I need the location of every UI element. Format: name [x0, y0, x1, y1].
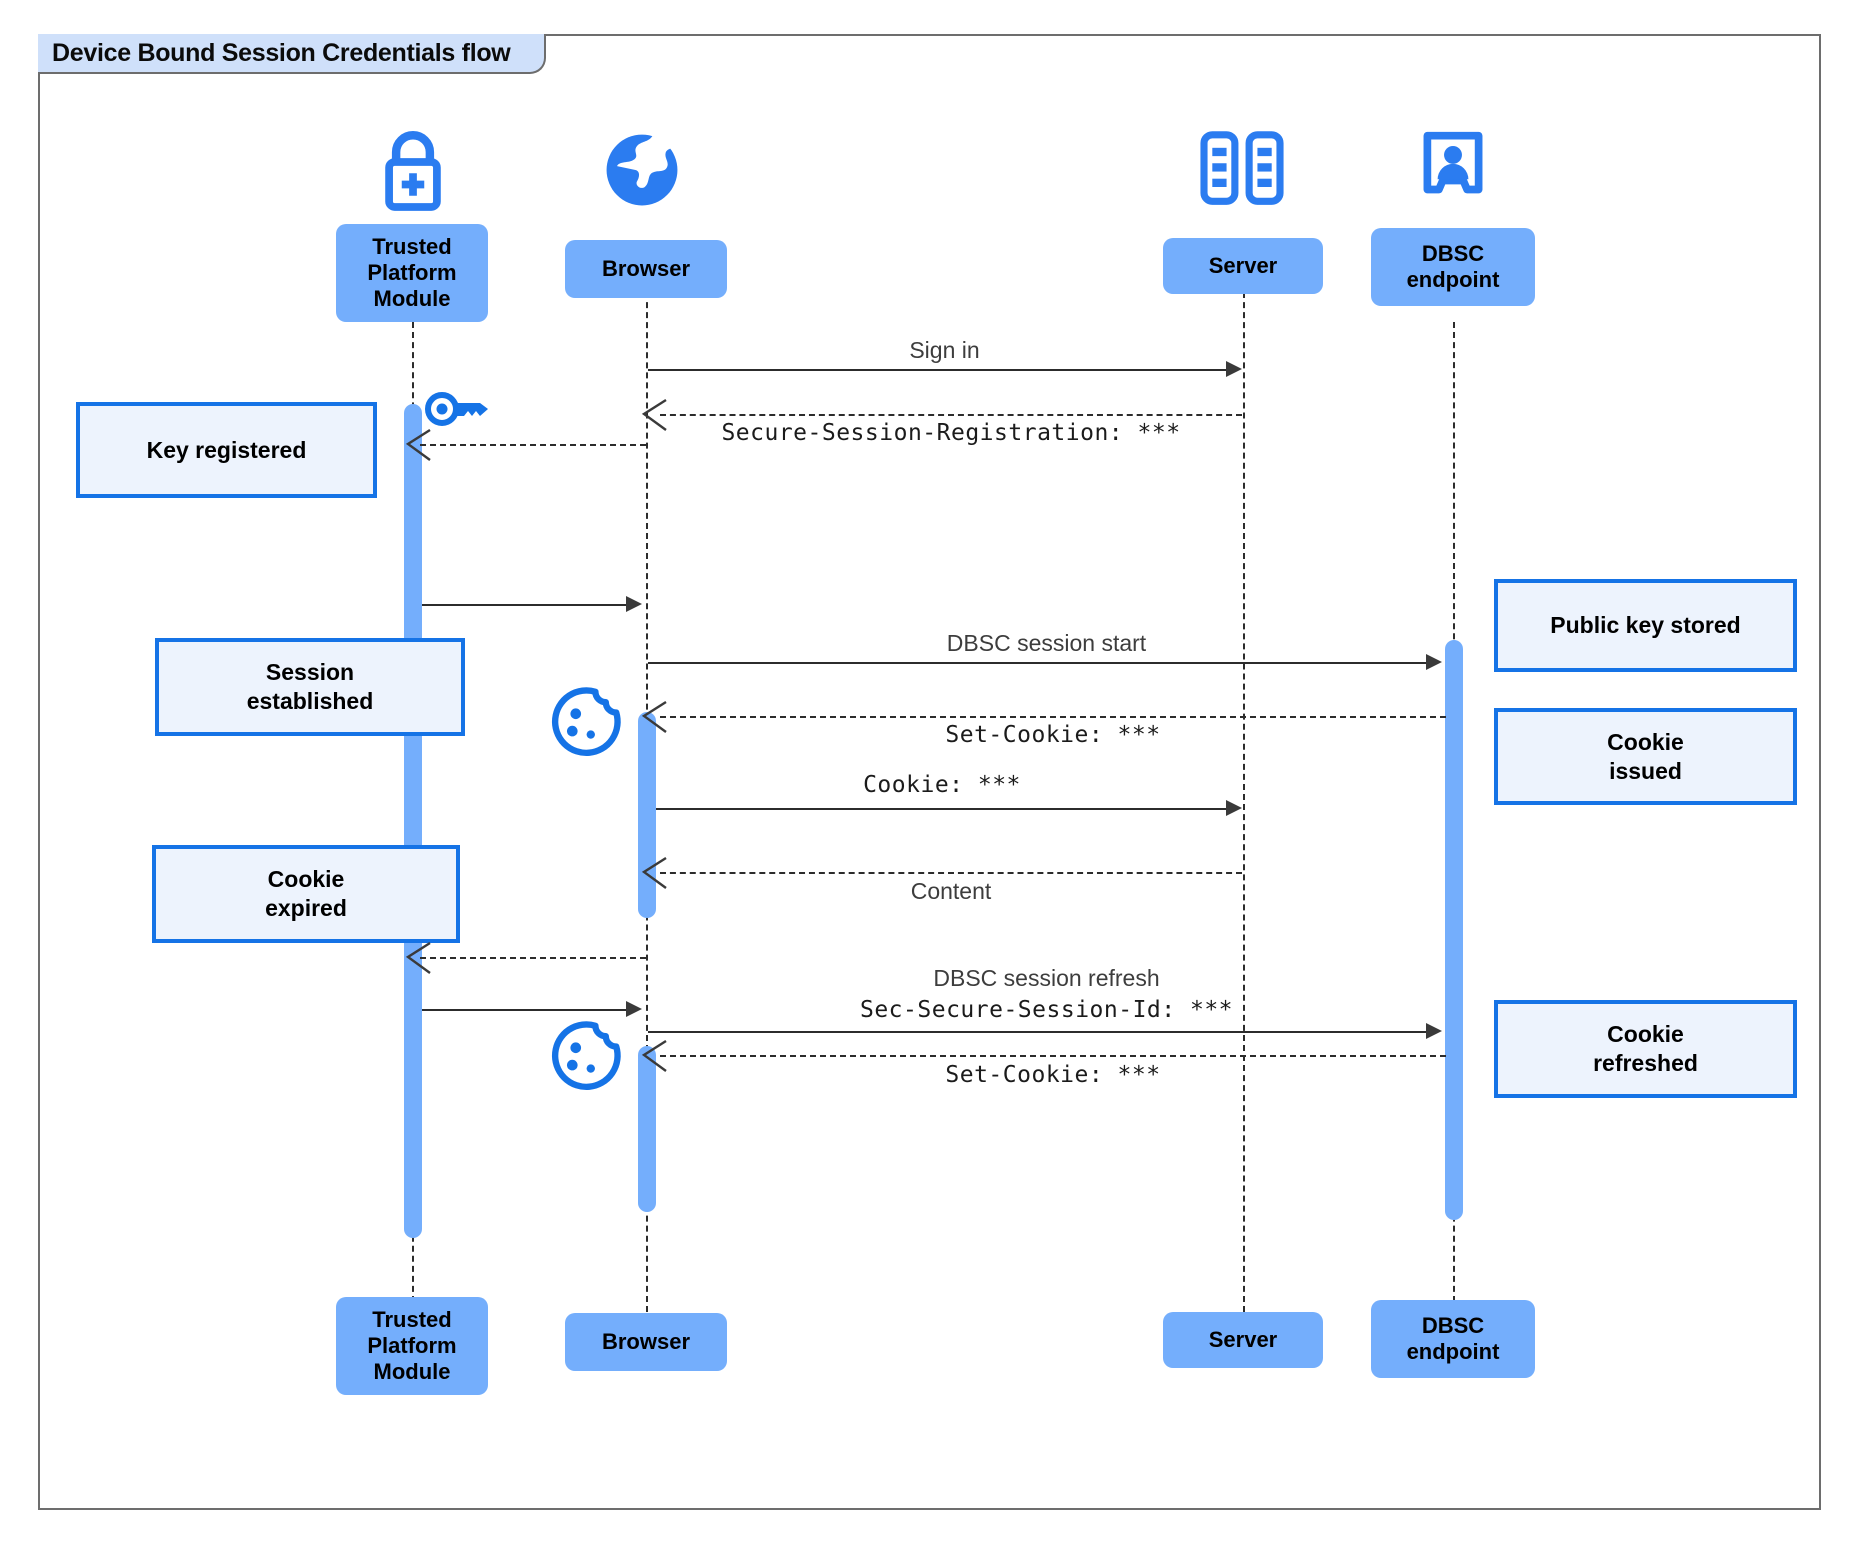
participant-label: Server [1208, 253, 1278, 279]
message-label-set-cookie-1: Set-Cookie: *** [945, 722, 1161, 748]
note-text: Public key stored [1550, 612, 1741, 639]
lock-plus-icon [368, 124, 458, 214]
id-badge-icon [1412, 128, 1494, 210]
lifeline-server [1243, 282, 1245, 1312]
arrowhead-dbsc-session-start [1426, 654, 1442, 670]
participant-label-line3: Module [373, 285, 451, 311]
note-text-line1: Cookie [1607, 1021, 1684, 1048]
participant-label-line2: Platform [367, 260, 457, 286]
note-text-line2: issued [1609, 757, 1682, 784]
server-rack-icon [1196, 130, 1288, 206]
participant-label-line1: Trusted [372, 1307, 452, 1333]
participant-box-tpm-top[interactable]: Trusted Platform Module [336, 224, 488, 322]
activation-bar-dbsc [1445, 640, 1463, 1220]
activation-bar-browser-2 [638, 1046, 656, 1212]
message-label-cookie: Cookie: *** [863, 772, 1021, 798]
message-line-register-key-to-tpm [420, 444, 646, 446]
message-label-sec-secure-session-id: Sec-Secure-Session-Id: *** [859, 997, 1234, 1023]
participant-label: Browser [601, 1329, 691, 1355]
message-label-dbsc-session-refresh: DBSC session refresh [933, 965, 1160, 991]
participant-label-line3: Module [373, 1358, 451, 1384]
message-line-browser-to-tpm [420, 957, 646, 959]
message-line-set-cookie-2 [660, 1055, 1446, 1057]
note-text-line2: refreshed [1593, 1050, 1698, 1076]
participant-label-line1: DBSC [1421, 1313, 1485, 1339]
arrowhead-cookie [1226, 800, 1242, 816]
cookie-icon [548, 1020, 622, 1094]
participant-label-line1: DBSC [1421, 241, 1485, 267]
note-text-line1: Cookie [1607, 728, 1684, 755]
participant-box-dbsc-bottom[interactable]: DBSC endpoint [1371, 1300, 1535, 1378]
note-session-established: Session established [155, 638, 465, 736]
message-line-content [660, 872, 1242, 874]
note-cookie-refreshed: Cookie refreshed [1494, 1000, 1797, 1098]
message-label-content: Content [910, 878, 992, 904]
arrowhead-dbsc-session-refresh [1426, 1023, 1442, 1039]
participant-label: Browser [601, 256, 691, 282]
message-line-dbsc-session-start [648, 662, 1426, 664]
message-line-tpm-to-browser [422, 604, 626, 606]
message-label-sign-in: Sign in [909, 337, 980, 363]
message-line-cookie [656, 808, 1226, 810]
cookie-icon [548, 686, 622, 760]
note-cookie-expired: Cookie expired [152, 845, 460, 943]
message-line-set-cookie-1 [660, 716, 1446, 718]
message-line-secure-session-registration [660, 414, 1242, 416]
participant-box-browser-bottom[interactable]: Browser [565, 1313, 727, 1371]
arrowhead-tpm-to-browser-refresh [626, 1001, 642, 1017]
arrowhead-sign-in [1226, 361, 1242, 377]
participant-box-dbsc-top[interactable]: DBSC endpoint [1371, 228, 1535, 306]
message-line-sign-in [648, 369, 1226, 371]
note-cookie-issued: Cookie issued [1494, 708, 1797, 805]
participant-box-tpm-bottom[interactable]: Trusted Platform Module [336, 1297, 488, 1395]
message-line-tpm-to-browser-refresh [422, 1009, 626, 1011]
note-text: Key registered [146, 436, 307, 463]
note-text-line1: Cookie [267, 866, 345, 893]
participant-box-server-top[interactable]: Server [1163, 238, 1323, 294]
note-key-registered: Key registered [76, 402, 377, 498]
note-text-line1: Session [265, 659, 355, 686]
message-line-dbsc-session-refresh [648, 1031, 1426, 1033]
arrowhead-tpm-to-browser [626, 596, 642, 612]
key-icon [424, 384, 492, 434]
note-public-key-stored: Public key stored [1494, 579, 1797, 672]
message-label-set-cookie-2: Set-Cookie: *** [945, 1062, 1161, 1088]
participant-label-line2: Platform [367, 1333, 457, 1359]
message-label-dbsc-session-start: DBSC session start [946, 630, 1147, 656]
participant-label-line1: Trusted [372, 234, 452, 260]
participant-label-line2: endpoint [1406, 1339, 1500, 1364]
participant-box-server-bottom[interactable]: Server [1163, 1312, 1323, 1368]
participant-label: Server [1208, 1327, 1278, 1353]
activation-bar-tpm [404, 404, 422, 1238]
globe-icon [600, 128, 684, 212]
note-text-line2: expired [265, 895, 347, 921]
note-text-line2: established [246, 688, 374, 714]
participant-label-line2: endpoint [1406, 267, 1500, 292]
participant-box-browser-top[interactable]: Browser [565, 240, 727, 298]
diagram-title: Device Bound Session Credentials flow [38, 34, 547, 74]
message-label-secure-session-registration: Secure-Session-Registration: *** [721, 420, 1181, 446]
